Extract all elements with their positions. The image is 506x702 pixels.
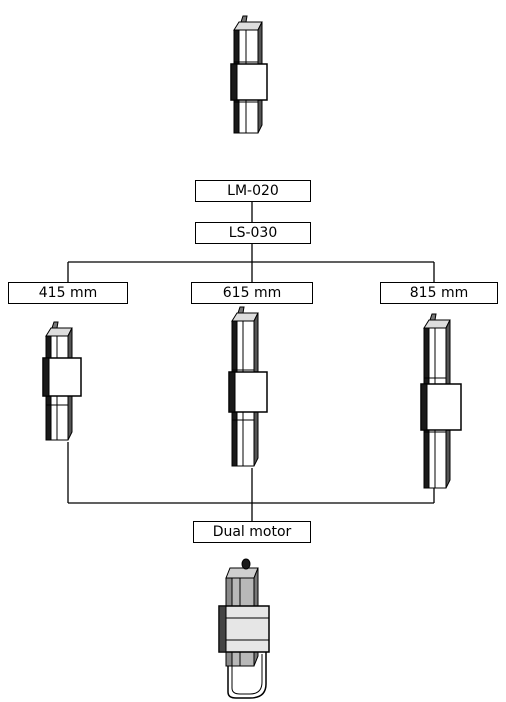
module-image-top bbox=[230, 15, 268, 134]
model-label: LM-020 bbox=[227, 183, 279, 199]
dual-motor-label-box: Dual motor bbox=[193, 521, 311, 543]
connector-lines bbox=[67, 201, 435, 521]
length-option-label: 415 mm bbox=[38, 285, 98, 301]
length-option-615: 615 mm bbox=[191, 282, 313, 304]
module-image-815 bbox=[420, 313, 462, 489]
length-option-label: 815 mm bbox=[409, 285, 469, 301]
stroke-label: LS-030 bbox=[228, 225, 278, 241]
module-image-dual-motor bbox=[218, 558, 270, 699]
dual-motor-label: Dual motor bbox=[212, 524, 292, 540]
module-image-415 bbox=[42, 321, 82, 441]
length-option-label: 615 mm bbox=[222, 285, 282, 301]
length-option-415: 415 mm bbox=[8, 282, 128, 304]
length-option-815: 815 mm bbox=[380, 282, 498, 304]
module-image-615 bbox=[228, 306, 268, 467]
model-label-box: LM-020 bbox=[195, 180, 311, 202]
stroke-label-box: LS-030 bbox=[195, 222, 311, 244]
